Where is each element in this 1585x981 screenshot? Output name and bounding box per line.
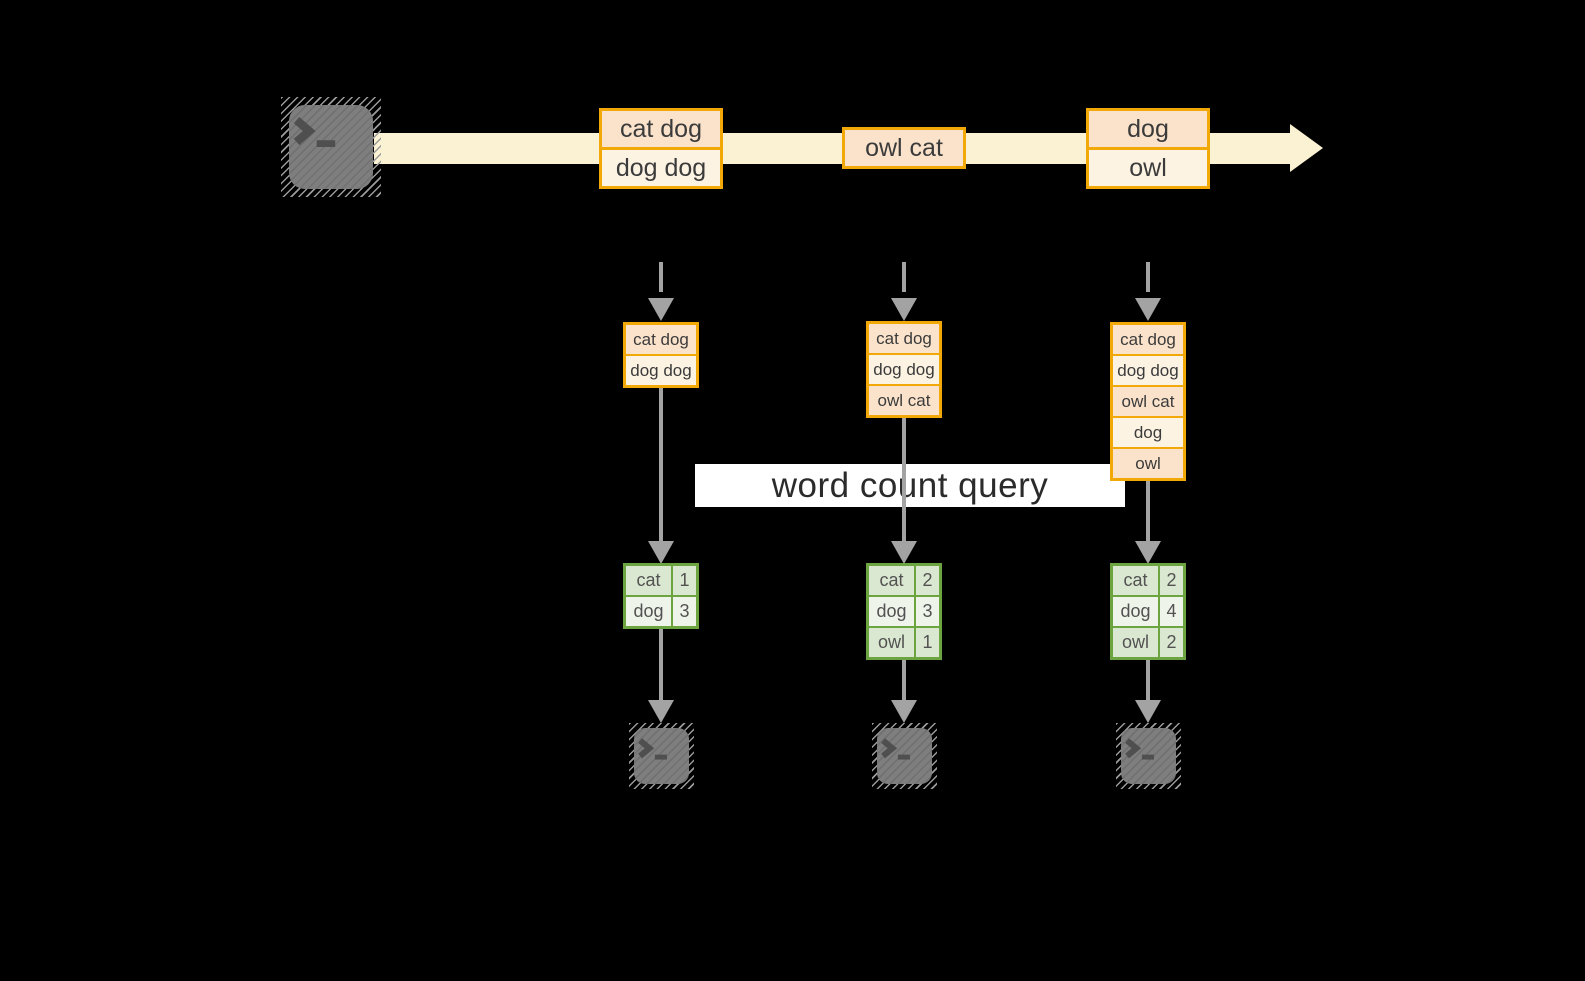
state-box-1: cat dog dog dog <box>623 322 699 388</box>
terminal-icon-body <box>289 105 373 189</box>
arrowhead-down-icon <box>648 700 674 723</box>
count-word: dog <box>1113 597 1158 626</box>
terminal-icon <box>629 723 694 789</box>
state-box-2: cat dog dog dog owl cat <box>866 321 942 418</box>
count-row: owl 2 <box>1113 628 1183 657</box>
state-line: dog dog <box>626 356 696 385</box>
count-word: dog <box>869 597 914 626</box>
terminal-icon-body <box>634 728 689 784</box>
count-row: dog 3 <box>869 597 939 626</box>
connector-line <box>902 418 906 541</box>
event-line: owl <box>1089 150 1207 186</box>
count-value: 4 <box>1160 597 1183 626</box>
terminal-icon-body <box>1121 728 1176 784</box>
stream-event-box-3: dog owl <box>1086 108 1210 189</box>
count-value: 2 <box>1160 628 1183 657</box>
stream-event-box-1: cat dog dog dog <box>599 108 723 189</box>
count-value: 1 <box>673 566 696 595</box>
count-word: cat <box>626 566 671 595</box>
arrowhead-down-icon <box>648 541 674 564</box>
arrowhead-down-icon <box>648 298 674 321</box>
connector-line <box>1146 660 1150 700</box>
count-word: cat <box>869 566 914 595</box>
stream-event-box-2: owl cat <box>842 127 966 169</box>
state-line: owl cat <box>869 386 939 415</box>
stream-arrowhead-icon <box>1290 124 1323 172</box>
terminal-prompt-glyph <box>1125 738 1154 760</box>
terminal-icon <box>1116 723 1181 789</box>
count-row: cat 2 <box>1113 566 1183 595</box>
arrowhead-down-icon <box>891 700 917 723</box>
count-word: owl <box>869 628 914 657</box>
connector-line <box>659 388 663 541</box>
arrowhead-down-icon <box>1135 298 1161 321</box>
count-word: owl <box>1113 628 1158 657</box>
event-line: dog <box>1089 111 1207 147</box>
state-line: cat dog <box>626 325 696 354</box>
event-line: dog dog <box>602 150 720 186</box>
dashed-arrow-icon <box>1146 262 1150 292</box>
count-row: cat 2 <box>869 566 939 595</box>
count-word: dog <box>626 597 671 626</box>
event-line: owl cat <box>845 130 963 166</box>
state-line: dog dog <box>869 355 939 384</box>
query-label: word count query <box>695 464 1125 507</box>
state-line: dog <box>1113 418 1183 447</box>
count-row: cat 1 <box>626 566 696 595</box>
query-label-text: word count query <box>771 465 1049 505</box>
arrowhead-down-icon <box>891 541 917 564</box>
count-row: dog 3 <box>626 597 696 626</box>
count-value: 2 <box>1160 566 1183 595</box>
dashed-arrow-icon <box>902 262 906 292</box>
connector-line <box>659 629 663 700</box>
state-line: cat dog <box>869 324 939 353</box>
state-line: owl <box>1113 449 1183 478</box>
terminal-icon-body <box>877 728 932 784</box>
state-box-3: cat dog dog dog owl cat dog owl <box>1110 322 1186 481</box>
count-row: dog 4 <box>1113 597 1183 626</box>
state-line: cat dog <box>1113 325 1183 354</box>
count-table-2: cat 2 dog 3 owl 1 <box>866 563 942 660</box>
state-line: owl cat <box>1113 387 1183 416</box>
count-table-1: cat 1 dog 3 <box>623 563 699 629</box>
terminal-icon <box>872 723 937 789</box>
terminal-prompt-glyph <box>293 116 336 147</box>
count-word: cat <box>1113 566 1158 595</box>
count-table-3: cat 2 dog 4 owl 2 <box>1110 563 1186 660</box>
count-value: 3 <box>673 597 696 626</box>
terminal-prompt-glyph <box>638 738 667 760</box>
count-value: 1 <box>916 628 939 657</box>
event-line: cat dog <box>602 111 720 147</box>
arrowhead-down-icon <box>1135 700 1161 723</box>
connector-line <box>1146 481 1150 541</box>
count-value: 3 <box>916 597 939 626</box>
arrowhead-down-icon <box>891 298 917 321</box>
connector-line <box>902 660 906 700</box>
terminal-icon <box>281 97 381 197</box>
count-row: owl 1 <box>869 628 939 657</box>
dashed-arrow-icon <box>659 262 663 292</box>
arrowhead-down-icon <box>1135 541 1161 564</box>
terminal-prompt-glyph <box>881 738 910 760</box>
count-value: 2 <box>916 566 939 595</box>
state-line: dog dog <box>1113 356 1183 385</box>
